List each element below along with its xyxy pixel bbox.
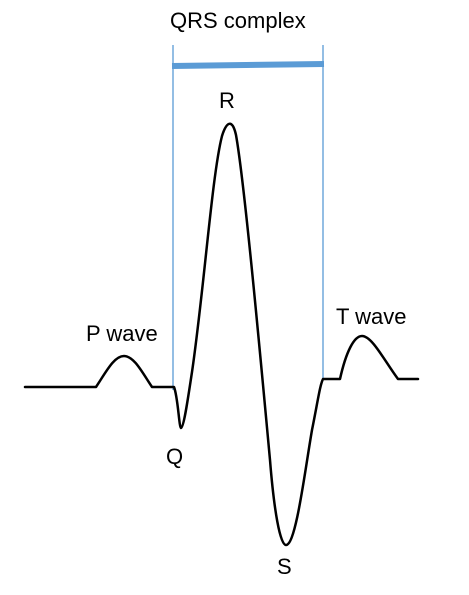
ecg-waveform [23,122,420,547]
t-wave-label: T wave [336,304,407,329]
qrs-bracket-bar [171,61,325,69]
r-peak-label: R [219,88,235,113]
s-point-label: S [277,554,292,579]
qrs-complex-label: QRS complex [170,8,306,33]
q-point-label: Q [166,444,183,469]
p-wave-label: P wave [86,321,158,346]
